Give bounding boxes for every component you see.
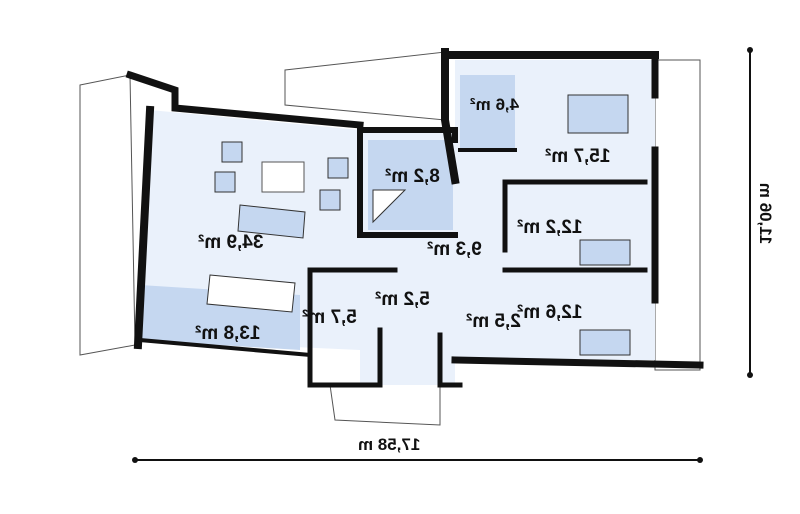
room-label-hall: 9,3 m² (427, 239, 482, 260)
armchair (327, 157, 349, 179)
walls (125, 48, 704, 388)
bathroom-floor (368, 140, 453, 230)
room-label-bathroom-small: 4,6 m² (470, 95, 520, 114)
armchair (214, 171, 236, 193)
room-label-closet: 2,5 m² (466, 311, 521, 332)
terrace-right (654, 59, 701, 371)
depth-dimension-label: 11,06 m (756, 182, 776, 245)
width-dimension-label: 17,58 m (358, 435, 421, 454)
room-label-bathroom: 8,2 m² (385, 166, 440, 187)
bed-3 (579, 329, 631, 356)
coffee-table (261, 161, 305, 193)
bed-2 (579, 239, 631, 266)
armchair (319, 189, 341, 211)
dining-table (206, 274, 296, 313)
terrace-left (79, 74, 136, 356)
room-label-utility: 5,7 m² (302, 307, 357, 328)
room-label-bedroom-2: 12,2 m² (517, 217, 583, 238)
small-bath-floor (460, 75, 515, 150)
room-label-living-room: 34,9 m² (198, 232, 264, 253)
room-label-vestibule: 5,2 m² (375, 289, 430, 310)
sofa (237, 204, 306, 239)
room-label-kitchen: 13,8 m² (195, 323, 261, 344)
room-label-bedroom-3: 12,6 m² (517, 302, 583, 323)
armchair (221, 141, 243, 163)
room-label-bedroom-master: 15,7 m² (545, 146, 611, 167)
bed-master (567, 94, 629, 134)
terrace-top (284, 51, 446, 121)
bathtub (372, 189, 407, 224)
